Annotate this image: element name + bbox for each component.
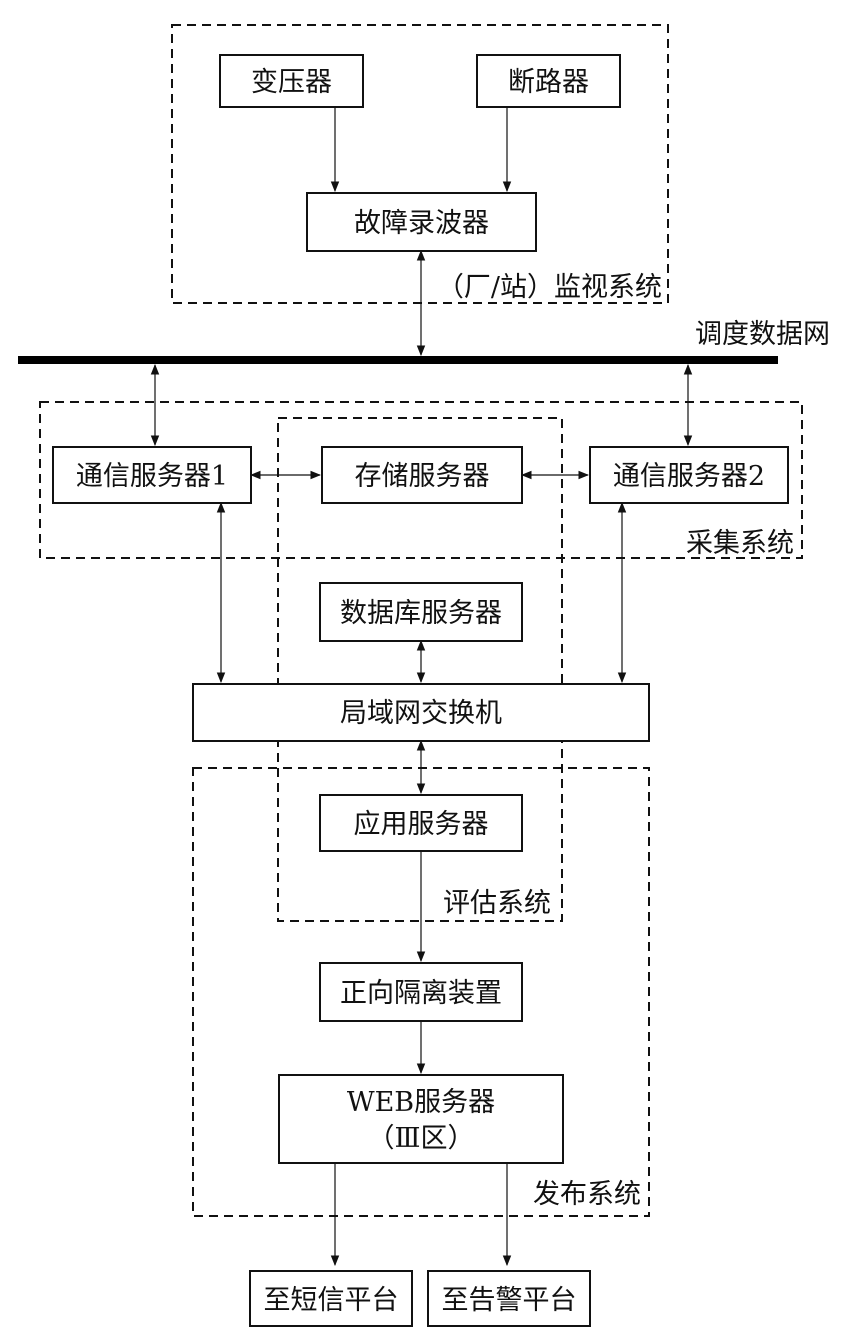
fault-recorder-label: 故障录波器	[354, 208, 489, 239]
database-server-label: 数据库服务器	[340, 598, 502, 629]
storage-server-label: 存储服务器	[355, 461, 490, 492]
comm-server-1-label: 通信服务器1	[76, 461, 228, 492]
application-server-label: 应用服务器	[354, 809, 489, 840]
alarm-platform-node: 至告警平台	[427, 1270, 591, 1327]
comm-server-1-node: 通信服务器1	[52, 446, 252, 504]
breaker-label: 断路器	[508, 67, 589, 98]
lan-switch-label: 局域网交换机	[340, 698, 502, 729]
publish-region-label: 发布系统	[533, 1179, 641, 1210]
comm-server-2-label: 通信服务器2	[613, 461, 765, 492]
forward-isolator-node: 正向隔离装置	[319, 962, 523, 1022]
breaker-node: 断路器	[476, 54, 621, 108]
web-server-node: WEB服务器 （Ⅲ区）	[278, 1074, 564, 1164]
storage-server-node: 存储服务器	[321, 446, 523, 504]
lan-switch-node: 局域网交换机	[192, 683, 650, 742]
dispatch-network-label: 调度数据网	[695, 319, 830, 350]
forward-isolator-label: 正向隔离装置	[340, 978, 502, 1009]
database-server-node: 数据库服务器	[319, 582, 523, 642]
transformer-node: 变压器	[219, 54, 364, 108]
application-server-node: 应用服务器	[319, 794, 523, 852]
transformer-label: 变压器	[251, 67, 332, 98]
collect-region-frame	[39, 401, 803, 559]
monitor-region-label: （厂/站）监视系统	[437, 272, 662, 303]
evaluate-region-label: 评估系统	[443, 888, 551, 919]
comm-server-2-node: 通信服务器2	[589, 446, 789, 504]
fault-recorder-node: 故障录波器	[306, 192, 537, 252]
sms-platform-node: 至短信平台	[249, 1270, 413, 1327]
alarm-platform-label: 至告警平台	[442, 1285, 577, 1316]
sms-platform-label: 至短信平台	[264, 1285, 399, 1316]
evaluate-region-frame	[277, 417, 563, 922]
collect-region-label: 采集系统	[686, 528, 794, 559]
web-server-label-line2: （Ⅲ区）	[367, 1123, 474, 1154]
web-server-label-line1: WEB服务器	[347, 1087, 495, 1118]
